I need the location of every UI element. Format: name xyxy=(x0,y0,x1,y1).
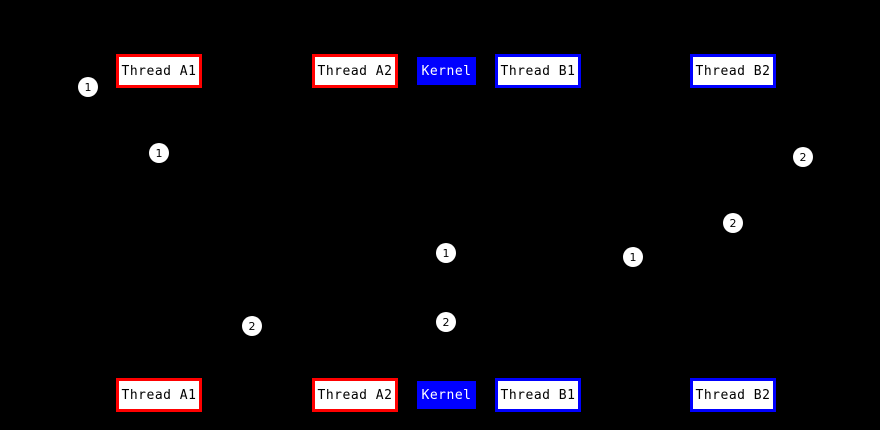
step-marker-label: 2 xyxy=(248,319,256,333)
participant-footer-thread-b2[interactable]: Thread B2 xyxy=(690,378,776,412)
step-marker-label: 1 xyxy=(84,80,92,94)
participant-label: Thread A1 xyxy=(121,63,197,79)
step-marker[interactable]: 2 xyxy=(436,312,456,332)
step-marker[interactable]: 2 xyxy=(723,213,743,233)
participant-label: Kernel xyxy=(421,387,472,403)
participant-header-thread-a2[interactable]: Thread A2 xyxy=(312,54,398,88)
participant-footer-thread-a1[interactable]: Thread A1 xyxy=(116,378,202,412)
participant-label: Thread A2 xyxy=(317,387,393,403)
lifeline-stub-thread-b1-bottom xyxy=(536,375,539,378)
lifeline-kernel xyxy=(446,86,447,378)
step-marker[interactable]: 1 xyxy=(149,143,169,163)
participant-label: Thread B2 xyxy=(695,63,771,79)
step-marker-label: 1 xyxy=(155,146,163,160)
participant-label: Thread A1 xyxy=(121,387,197,403)
participant-label: Thread B2 xyxy=(695,387,771,403)
step-marker[interactable]: 1 xyxy=(623,247,643,267)
step-marker[interactable]: 2 xyxy=(242,316,262,336)
step-marker-label: 2 xyxy=(442,315,450,329)
participant-header-thread-b1[interactable]: Thread B1 xyxy=(495,54,581,88)
step-marker-label: 1 xyxy=(442,246,450,260)
step-marker[interactable]: 1 xyxy=(78,77,98,97)
step-marker[interactable]: 2 xyxy=(793,147,813,167)
participant-label: Thread A2 xyxy=(317,63,393,79)
participant-header-kernel[interactable]: Kernel xyxy=(417,57,476,85)
lifeline-stub-thread-b2-bottom xyxy=(732,375,735,378)
lifeline-stub-thread-a2-bottom xyxy=(353,375,356,378)
step-marker-label: 2 xyxy=(729,216,737,230)
lifeline-thread-b1 xyxy=(537,88,538,378)
participant-header-thread-a1[interactable]: Thread A1 xyxy=(116,54,202,88)
lifeline-thread-a1 xyxy=(158,88,159,378)
lifeline-thread-a2 xyxy=(354,88,355,378)
participant-footer-thread-a2[interactable]: Thread A2 xyxy=(312,378,398,412)
step-marker[interactable]: 1 xyxy=(436,243,456,263)
participant-label: Thread B1 xyxy=(500,63,576,79)
participant-footer-kernel[interactable]: Kernel xyxy=(417,381,476,409)
participant-header-thread-b2[interactable]: Thread B2 xyxy=(690,54,776,88)
participant-label: Kernel xyxy=(421,63,472,79)
participant-footer-thread-b1[interactable]: Thread B1 xyxy=(495,378,581,412)
lifeline-stub-thread-a1-bottom xyxy=(157,375,160,378)
step-marker-label: 1 xyxy=(629,250,637,264)
participant-label: Thread B1 xyxy=(500,387,576,403)
lifeline-thread-b2 xyxy=(733,88,734,378)
step-marker-label: 2 xyxy=(799,150,807,164)
